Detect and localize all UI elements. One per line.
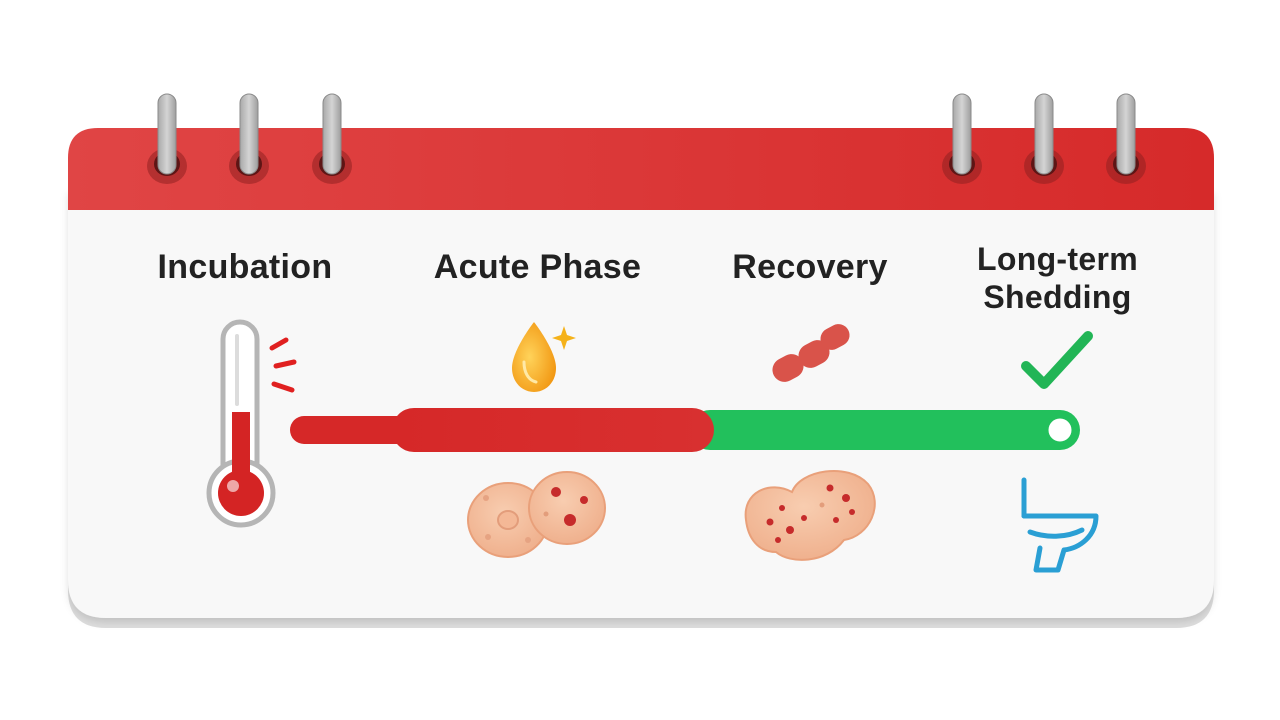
calendar-header: [68, 128, 1214, 210]
timeline-green-segment: [690, 410, 1080, 450]
fluid-drop-icon: [512, 322, 576, 392]
rash-skin-icon: [467, 471, 606, 558]
circle-marker-icon: [1043, 413, 1077, 447]
healing-skin-icon: [744, 470, 876, 561]
toilet-icon: [1021, 477, 1099, 573]
binder-rings-right: [942, 93, 1146, 184]
checkmark-icon: [1021, 331, 1093, 389]
sparkle-icon: [552, 326, 576, 350]
binder-rings-left: [147, 93, 352, 184]
phase-label-incubation: Incubation: [157, 248, 333, 286]
timeline-red-segment: [392, 408, 714, 452]
timeline-bar: [290, 408, 1080, 452]
phase-label-acute: Acute Phase: [433, 248, 642, 286]
phase-label-recovery: Recovery: [732, 248, 888, 286]
bandage-icon: [772, 324, 850, 382]
thermometer-icon: [206, 319, 276, 528]
heat-lines-icon: [269, 337, 297, 393]
